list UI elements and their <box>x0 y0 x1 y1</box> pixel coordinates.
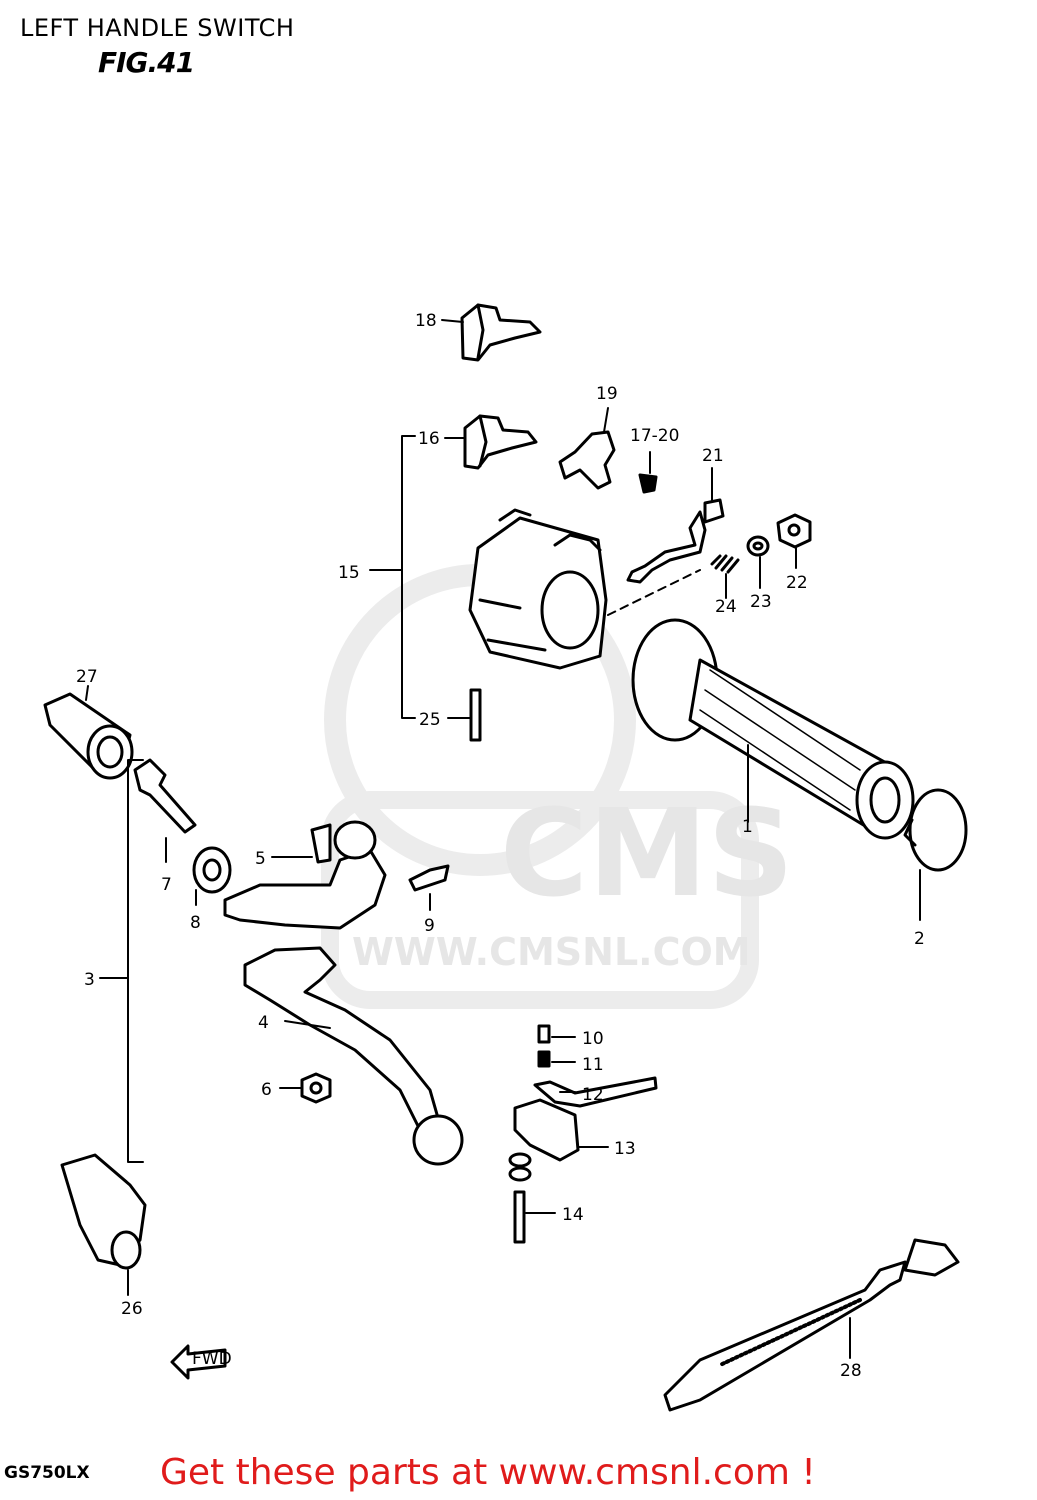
callout-19: 19 <box>596 384 618 404</box>
callout-6: 6 <box>261 1080 272 1100</box>
part-14-screw <box>508 1152 556 1244</box>
part-23-washer <box>746 535 770 589</box>
callout-10: 10 <box>582 1029 604 1049</box>
part-6-nut <box>279 1072 332 1104</box>
callout-25: 25 <box>419 710 441 730</box>
part-11-spring <box>537 1050 576 1068</box>
callout-26: 26 <box>121 1299 143 1319</box>
parts-store-link[interactable]: Get these parts at www.cmsnl.com ! <box>160 1452 816 1493</box>
part-19-switch <box>558 407 616 490</box>
model-code: GS750LX <box>4 1463 90 1483</box>
forward-arrow-icon <box>170 1344 227 1380</box>
callout-9: 9 <box>424 916 435 936</box>
callout-4: 4 <box>258 1013 269 1033</box>
part-2-end-cap <box>903 788 968 921</box>
part-24-spring <box>710 554 740 599</box>
callout-18: 18 <box>415 311 437 331</box>
part-13-switch-body <box>513 1098 609 1162</box>
part-12-switch-wire <box>533 1076 658 1108</box>
part-27-boot <box>43 685 134 780</box>
part-26-boot <box>60 1153 147 1296</box>
part-22-nut <box>776 513 812 569</box>
callout-17-20: 17-20 <box>630 426 679 446</box>
callout-16: 16 <box>418 429 440 449</box>
part-15-switch-housing <box>468 508 608 670</box>
watermark-brand: CMS <box>500 785 794 924</box>
part-10-screw <box>537 1024 576 1044</box>
part-1-grip <box>631 618 915 840</box>
callout-27: 27 <box>76 667 98 687</box>
watermark: CMS WWW.CMSNL.COM <box>321 564 794 1009</box>
callout-14: 14 <box>562 1205 584 1225</box>
part-21-lever <box>626 467 725 584</box>
part-7-bolt <box>133 758 197 863</box>
part-16-knob <box>444 414 538 470</box>
part-17-20-screw <box>638 451 658 494</box>
figure-number: FIG.41 <box>98 46 195 79</box>
part-28-cable-tie <box>663 1238 960 1412</box>
callout-1: 1 <box>742 817 753 837</box>
part-18-knob <box>441 303 542 362</box>
callout-labels: 1 2 3 4 5 6 7 8 9 10 11 12 13 14 15 16 1… <box>76 311 925 1381</box>
callout-28: 28 <box>840 1361 862 1381</box>
part-5-lever-holder <box>223 820 387 930</box>
callout-fwd: FWD <box>192 1349 232 1369</box>
callout-3: 3 <box>84 970 95 990</box>
part-9-screw <box>408 864 450 911</box>
part-4-clutch-lever <box>243 946 464 1166</box>
callout-24: 24 <box>715 597 737 617</box>
callout-22: 22 <box>786 573 808 593</box>
page-title: LEFT HANDLE SWITCH <box>20 14 295 42</box>
callout-2: 2 <box>914 929 925 949</box>
watermark-url: WWW.CMSNL.COM <box>352 930 751 974</box>
callout-15: 15 <box>338 563 360 583</box>
callout-7: 7 <box>161 875 172 895</box>
callout-12: 12 <box>582 1085 604 1105</box>
part-25-screw <box>447 688 482 742</box>
callout-8: 8 <box>190 913 201 933</box>
part-8-bushing <box>192 846 232 906</box>
callout-11: 11 <box>582 1055 604 1075</box>
callout-5: 5 <box>255 849 266 869</box>
callout-13: 13 <box>614 1139 636 1159</box>
callout-21: 21 <box>702 446 724 466</box>
callout-23: 23 <box>750 592 772 612</box>
